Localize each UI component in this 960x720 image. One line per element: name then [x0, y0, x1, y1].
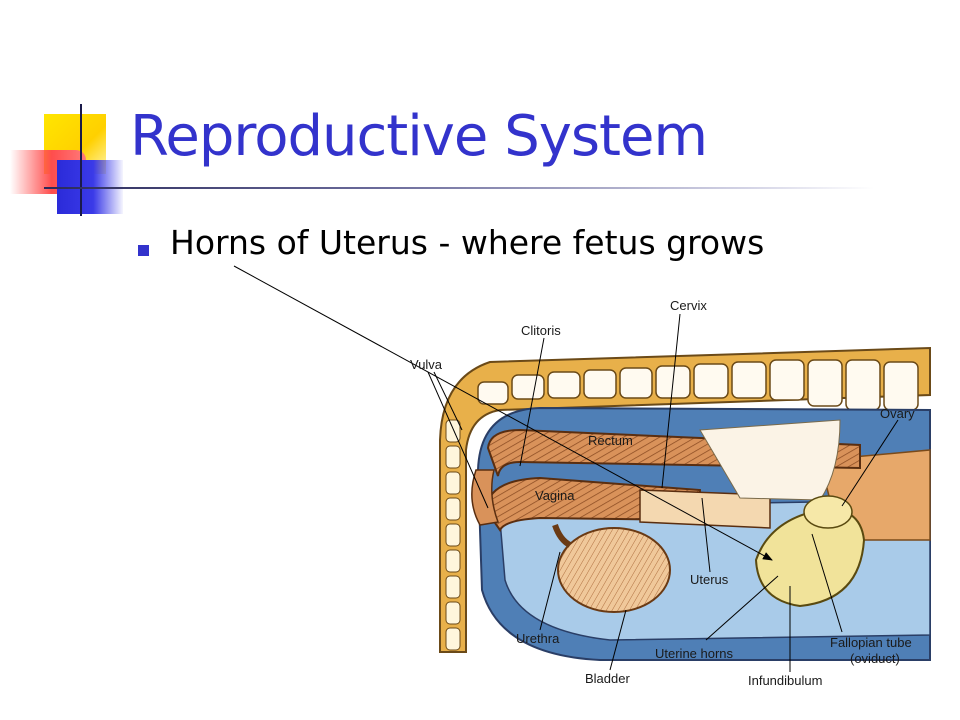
urethra-shape [552, 523, 572, 548]
bullet-text: Horns of Uterus - where fetus grows [170, 223, 765, 262]
bullet-marker [138, 245, 149, 256]
label-ovary: Ovary [880, 406, 915, 421]
label-uterine-horns: Uterine horns [655, 646, 734, 661]
uterine-horns-shape [754, 508, 866, 608]
label-vagina: Vagina [535, 488, 575, 503]
label-fallopian-tube: Fallopian tube [830, 635, 912, 650]
ovary-shape [803, 495, 853, 529]
vertebrae [477, 359, 919, 411]
slide-title: Reproductive System [130, 104, 708, 169]
label-uterus: Uterus [690, 572, 729, 587]
decor-vertical-line [80, 104, 82, 216]
label-rectum: Rectum [588, 433, 633, 448]
label-urethra: Urethra [516, 631, 560, 646]
cervix-region [639, 489, 771, 529]
label-infundibulum: Infundibulum [748, 673, 822, 688]
title-underline [44, 187, 874, 189]
label-clitoris: Clitoris [521, 323, 561, 338]
body-spine-band [439, 346, 931, 653]
label-oviduct: (oviduct) [850, 651, 900, 666]
label-vulva: Vulva [410, 357, 443, 372]
label-cervix: Cervix [670, 298, 707, 313]
vulva-shape [471, 469, 500, 526]
leader-lines [427, 313, 899, 672]
tail-bones [445, 419, 461, 651]
bladder-shape [557, 527, 671, 613]
label-bladder: Bladder [585, 671, 630, 686]
pointer-arrow [233, 265, 773, 561]
